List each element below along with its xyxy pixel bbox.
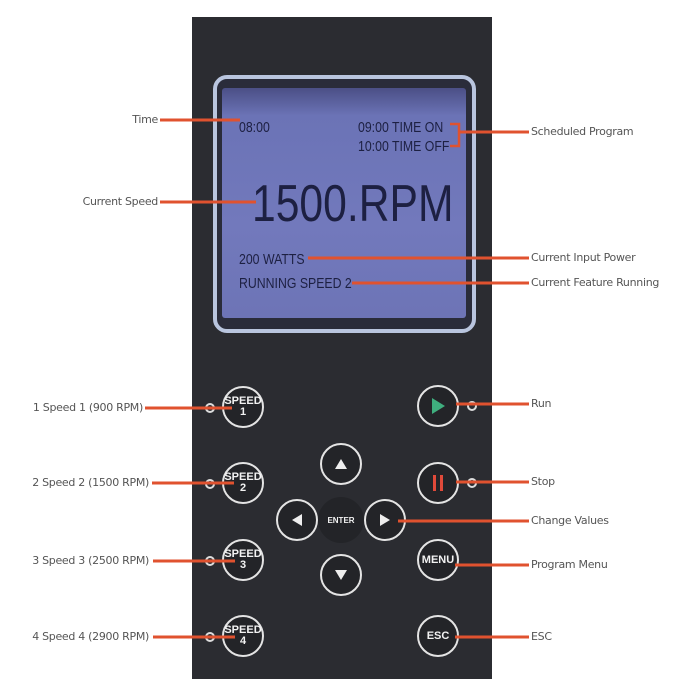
left-arrow-icon (292, 514, 302, 526)
run-led (467, 401, 477, 411)
callout-speed2: 2 Speed 2 (1500 RPM) (32, 476, 149, 489)
speed-label: SPEED (224, 624, 262, 636)
callout-speed3: 3 Speed 3 (2500 RPM) (32, 554, 149, 567)
up-arrow-icon (335, 459, 347, 469)
down-arrow-icon (335, 570, 347, 580)
right-arrow-icon (380, 514, 390, 526)
callout-current-speed: Current Speed (82, 195, 159, 208)
enter-button[interactable]: ENTER (318, 497, 364, 543)
speed-number: 2 (239, 482, 247, 494)
speed-label: SPEED (224, 548, 262, 560)
callout-run: Run (531, 397, 552, 410)
speed-number: 4 (239, 635, 247, 647)
speed-number: 3 (239, 559, 247, 571)
menu-label: MENU (421, 553, 455, 566)
stop-button[interactable] (417, 462, 459, 504)
speed-label: SPEED (224, 395, 262, 407)
display-time: 08:00 (239, 119, 270, 136)
display-time-on: 09:00 TIME ON (358, 119, 444, 136)
callout-speed1: 1 Speed 1 (900 RPM) (32, 401, 143, 414)
display-power: 200 WATTS (239, 251, 305, 268)
callout-speed4: 4 Speed 4 (2900 RPM) (32, 630, 149, 643)
up-button[interactable] (320, 443, 362, 485)
callout-bracket-schedule (450, 122, 461, 148)
callout-program-menu: Program Menu (531, 558, 608, 571)
callout-input-power: Current Input Power (531, 251, 636, 264)
enter-label: ENTER (327, 515, 355, 525)
callout-time: Time (132, 113, 158, 126)
left-button[interactable] (276, 499, 318, 541)
play-icon (432, 398, 445, 414)
speed-number: 1 (239, 406, 247, 418)
down-button[interactable] (320, 554, 362, 596)
run-button[interactable] (417, 385, 459, 427)
speed-label: SPEED (224, 471, 262, 483)
callout-feature-running: Current Feature Running (531, 276, 660, 289)
callout-scheduled-program: Scheduled Program (531, 125, 634, 138)
display-time-off: 10:00 TIME OFF (358, 138, 450, 155)
esc-label: ESC (426, 629, 450, 642)
display-feature: RUNNING SPEED 2 (239, 275, 352, 292)
pause-icon (433, 475, 443, 491)
callout-change-values: Change Values (531, 514, 609, 527)
lcd-display: 08:00 09:00 TIME ON 10:00 TIME OFF 1500.… (222, 88, 466, 318)
display-speed: 1500.RPM (252, 175, 454, 233)
callout-esc: ESC (531, 630, 552, 643)
menu-button[interactable]: MENU (417, 539, 459, 581)
callout-stop: Stop (531, 475, 555, 488)
